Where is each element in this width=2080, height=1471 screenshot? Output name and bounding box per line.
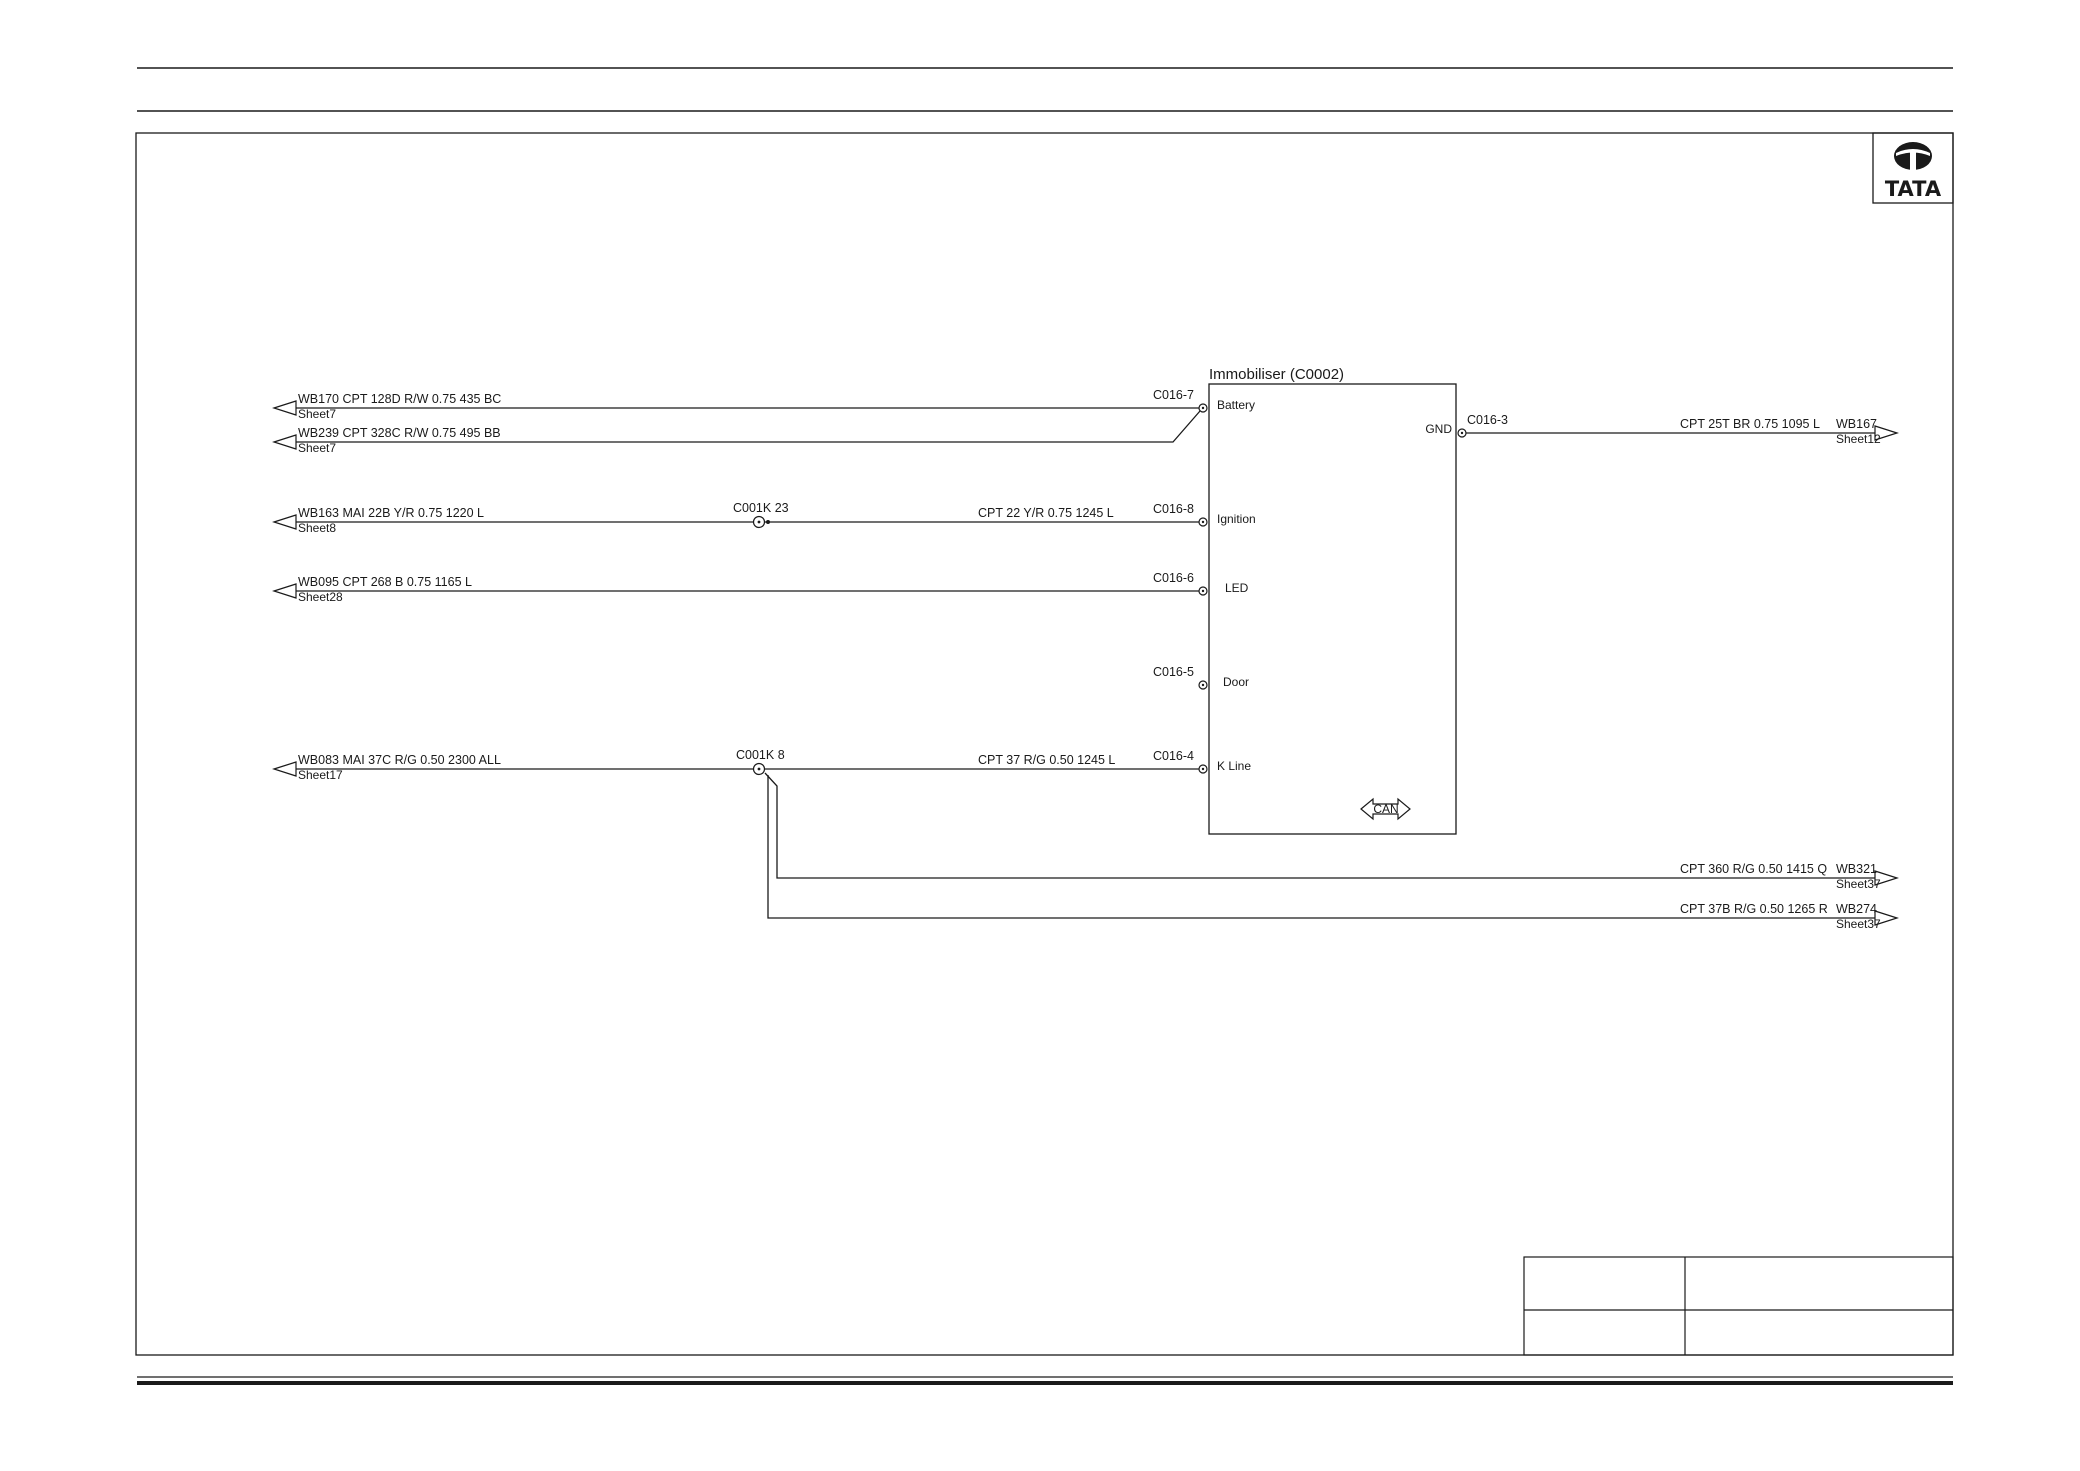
- pin-label: GND: [1425, 422, 1452, 436]
- wire-wb274: CPT 37B R/G 0.50 1265 R WB274 Sheet37: [767, 775, 1899, 931]
- wire-label: CPT 360 R/G 0.50 1415 Q: [1680, 862, 1827, 876]
- wire-wb083: WB083 MAI 37C R/G 0.50 2300 ALL Sheet17: [272, 753, 1199, 782]
- pin-ignition: C016-8 Ignition: [1153, 502, 1256, 527]
- wire-label: CPT 25T BR 0.75 1095 L: [1680, 417, 1820, 431]
- tata-logo: TATA: [1872, 132, 1954, 204]
- pin-connector-label: C016-4: [1153, 749, 1194, 763]
- splice-c001k-23: C001K 23: [733, 501, 789, 529]
- pin-connector-label: C016-7: [1153, 388, 1194, 402]
- can-bus-arrow: CAN: [1360, 797, 1411, 821]
- wire-ref: WB167: [1836, 417, 1877, 431]
- immobiliser-module: Immobiliser (C0002): [1208, 366, 1457, 835]
- pin-connector-label: C016-8: [1153, 502, 1194, 516]
- wire-wb170: WB170 CPT 128D R/W 0.75 435 BC Sheet7: [272, 392, 1199, 421]
- drawing-frame: [135, 132, 1954, 1356]
- wire-wb095: WB095 CPT 268 B 0.75 1165 L Sheet28: [272, 575, 1199, 604]
- can-label: CAN: [1373, 802, 1398, 816]
- sheet-ref: Sheet12: [1836, 432, 1881, 446]
- pin-label: LED: [1225, 581, 1249, 595]
- wire-label: WB163 MAI 22B Y/R 0.75 1220 L: [298, 506, 484, 520]
- sheet-ref: Sheet37: [1836, 917, 1881, 931]
- wire-wb321: CPT 360 R/G 0.50 1415 Q WB321 Sheet37: [764, 772, 1899, 891]
- pin-connector-label: C016-3: [1467, 413, 1508, 427]
- pin-label: Ignition: [1217, 512, 1256, 526]
- wire-label: WB170 CPT 128D R/W 0.75 435 BC: [298, 392, 501, 406]
- wire-label-ignition: CPT 22 Y/R 0.75 1245 L: [978, 506, 1114, 520]
- wire-wb239: WB239 CPT 328C R/W 0.75 495 BB Sheet7: [272, 410, 1201, 455]
- pin-label: K Line: [1217, 759, 1251, 773]
- sheet-ref: Sheet17: [298, 768, 343, 782]
- module-title: Immobiliser (C0002): [1209, 366, 1344, 383]
- pin-label: Door: [1223, 675, 1249, 689]
- sheet-ref: Sheet7: [298, 407, 336, 421]
- title-block: [1523, 1256, 1954, 1356]
- wire-label: WB083 MAI 37C R/G 0.50 2300 ALL: [298, 753, 501, 767]
- wire-label: WB095 CPT 268 B 0.75 1165 L: [298, 575, 472, 589]
- splice-label: C001K 23: [733, 501, 789, 515]
- pin-led: C016-6 LED: [1153, 571, 1249, 596]
- pin-k-line: C016-4 K Line: [1153, 749, 1251, 774]
- wire-ref: WB274: [1836, 902, 1877, 916]
- wire-wb163: WB163 MAI 22B Y/R 0.75 1220 L Sheet8: [272, 506, 1199, 535]
- pin-door: C016-5 Door: [1153, 665, 1249, 690]
- wire-ref: WB321: [1836, 862, 1877, 876]
- pin-gnd: GND C016-3: [1425, 413, 1508, 438]
- wire-label: CPT 37B R/G 0.50 1265 R: [1680, 902, 1828, 916]
- wire-label-k-line: CPT 37 R/G 0.50 1245 L: [978, 753, 1115, 767]
- pin-connector-label: C016-6: [1153, 571, 1194, 585]
- splice-c001k-8: C001K 8: [736, 748, 785, 776]
- wire-label: WB239 CPT 328C R/W 0.75 495 BB: [298, 426, 501, 440]
- sheet-ref: Sheet7: [298, 441, 336, 455]
- wire-wb167: CPT 25T BR 0.75 1095 L WB167 Sheet12: [1466, 417, 1899, 446]
- sheet-ref: Sheet28: [298, 590, 343, 604]
- splice-label: C001K 8: [736, 748, 785, 762]
- pin-connector-label: C016-5: [1153, 665, 1194, 679]
- logo-text: TATA: [1885, 177, 1942, 201]
- sheet-ref: Sheet37: [1836, 877, 1881, 891]
- sheet-ref: Sheet8: [298, 521, 336, 535]
- pin-label: Battery: [1217, 398, 1255, 412]
